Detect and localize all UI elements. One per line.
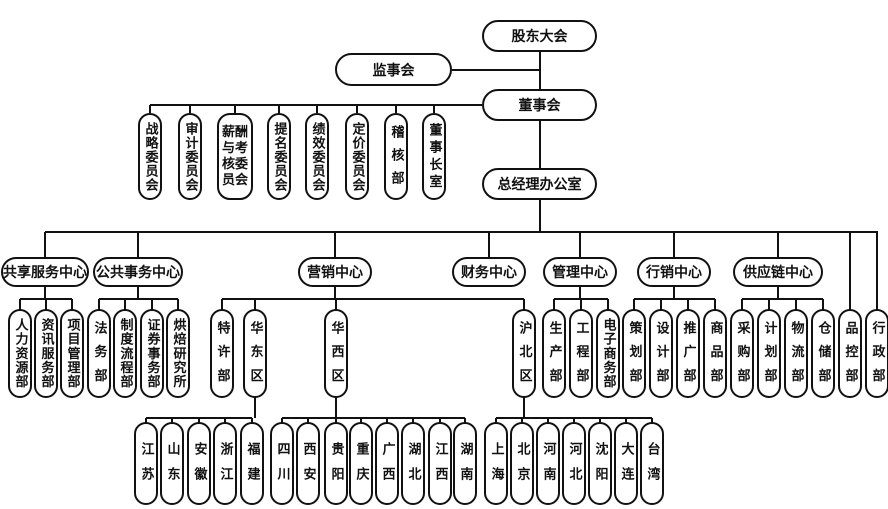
department-box: 设计部 [649,309,673,398]
province-branch-box: 河北 [562,422,586,505]
standalone-department-box: 行政部 [865,309,888,398]
province-branch-box: 福建 [240,422,264,505]
gm-office-box: 总经理办公室 [482,168,597,200]
province-branch-box: 上海 [484,422,508,505]
department-box: 工程部 [569,309,593,398]
supervisory-board-box: 监事会 [335,53,452,86]
department-box: 仓储部 [811,309,835,398]
province-branch-box: 四川 [270,422,294,505]
province-branch-box: 北京 [510,422,534,505]
shareholders-meeting-box: 股东大会 [482,20,597,52]
department-box: 项目管理部 [60,309,84,398]
department-box: 商品部 [703,309,727,398]
province-branch-box: 浙江 [213,422,237,505]
standalone-department-box: 品控部 [838,309,862,398]
center-box: 供应链中心 [733,257,823,287]
department-box: 资讯服务部 [34,309,58,398]
province-branch-box: 河南 [536,422,560,505]
department-box: 人力资源部 [8,309,32,398]
committee-box: 薪酬与考核委员会 [217,113,253,200]
committee-box: 稽核部 [384,113,408,200]
department-box: 特许部 [210,309,234,398]
board-of-directors-box: 董事会 [482,89,597,121]
province-branch-box: 湖南 [453,422,477,505]
province-branch-box: 西安 [296,422,320,505]
department-box: 沪北区 [512,309,536,398]
department-box: 制度流程部 [113,309,137,398]
department-box: 电子商务部 [596,309,620,398]
province-branch-box: 广西 [375,422,399,505]
department-box: 烘焙研究所 [166,309,190,398]
province-branch-box: 贵阳 [324,422,348,505]
province-branch-box: 山东 [160,422,184,505]
province-branch-box: 安徽 [187,422,211,505]
department-box: 法务部 [87,309,111,398]
province-branch-box: 台湾 [640,422,664,505]
department-box: 策划部 [622,309,646,398]
department-box: 推广部 [676,309,700,398]
committee-box: 定价委员会 [345,113,369,200]
department-box: 物流部 [784,309,808,398]
province-branch-box: 江苏 [134,422,158,505]
center-box: 行销中心 [637,257,711,287]
province-branch-box: 江西 [428,422,452,505]
department-box: 证券事务部 [140,309,164,398]
center-box: 财务中心 [452,257,526,287]
committee-box: 董事长室 [422,113,446,200]
province-branch-box: 重庆 [349,422,373,505]
department-box: 华东区 [243,309,267,398]
province-branch-box: 沈阳 [588,422,612,505]
committee-box: 审计委员会 [178,113,202,200]
center-box: 管理中心 [543,257,617,287]
center-box: 公共事务中心 [93,257,183,287]
department-box: 采购部 [730,309,754,398]
province-branch-box: 湖北 [401,422,425,505]
committee-box: 绩效委员会 [305,113,329,200]
department-box: 计划部 [757,309,781,398]
department-box: 生产部 [542,309,566,398]
committee-box: 提名委员会 [267,113,291,200]
province-branch-box: 大连 [614,422,638,505]
center-box: 共享服务中心 [1,257,89,287]
department-box: 华西区 [324,309,348,398]
committee-box: 战略委员会 [138,113,162,200]
center-box: 营销中心 [298,257,372,287]
